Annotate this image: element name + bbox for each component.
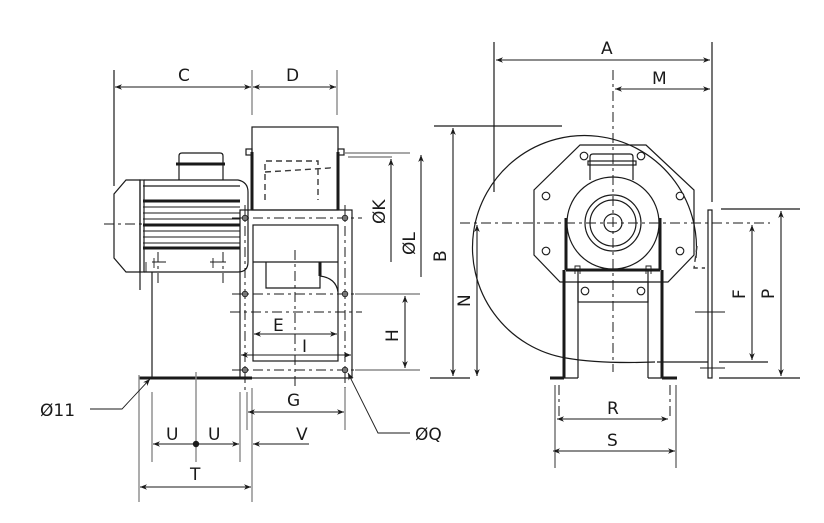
label-I: I bbox=[302, 337, 307, 357]
label-hole11: Ø11 bbox=[40, 401, 75, 421]
label-D: D bbox=[286, 66, 299, 86]
outlet-duct bbox=[245, 126, 345, 211]
leader-Q bbox=[347, 372, 410, 434]
label-H: H bbox=[383, 329, 403, 342]
outlet-flange bbox=[707, 209, 713, 379]
label-G: G bbox=[287, 391, 300, 411]
label-E: E bbox=[273, 316, 284, 336]
label-M: M bbox=[652, 69, 667, 89]
support-legs bbox=[550, 265, 677, 380]
label-U-left: U bbox=[166, 425, 178, 445]
motor bbox=[104, 152, 249, 290]
label-P: P bbox=[759, 289, 779, 299]
center-dot bbox=[192, 440, 200, 448]
label-A: A bbox=[601, 39, 613, 59]
label-C: C bbox=[178, 66, 190, 86]
label-T: T bbox=[189, 465, 201, 485]
inlet-flange bbox=[230, 205, 362, 390]
volute-housing bbox=[471, 134, 698, 364]
label-B: B bbox=[431, 250, 451, 262]
label-S: S bbox=[607, 431, 618, 451]
label-V: V bbox=[296, 425, 308, 445]
label-K: ØK bbox=[370, 199, 390, 224]
motor-plate bbox=[533, 144, 695, 283]
leader-hole11 bbox=[90, 378, 151, 410]
label-L: ØL bbox=[400, 232, 420, 255]
label-F: F bbox=[730, 289, 750, 299]
label-R: R bbox=[607, 399, 619, 419]
front-view: A M R S B N F P bbox=[431, 39, 800, 468]
motor-support bbox=[139, 272, 252, 380]
label-N: N bbox=[455, 294, 475, 307]
label-U-right: U bbox=[208, 425, 220, 445]
label-Q: ØQ bbox=[415, 425, 442, 445]
side-view: C D E I G U U V T Ø11 ØQ ØK ØL H bbox=[40, 66, 470, 502]
